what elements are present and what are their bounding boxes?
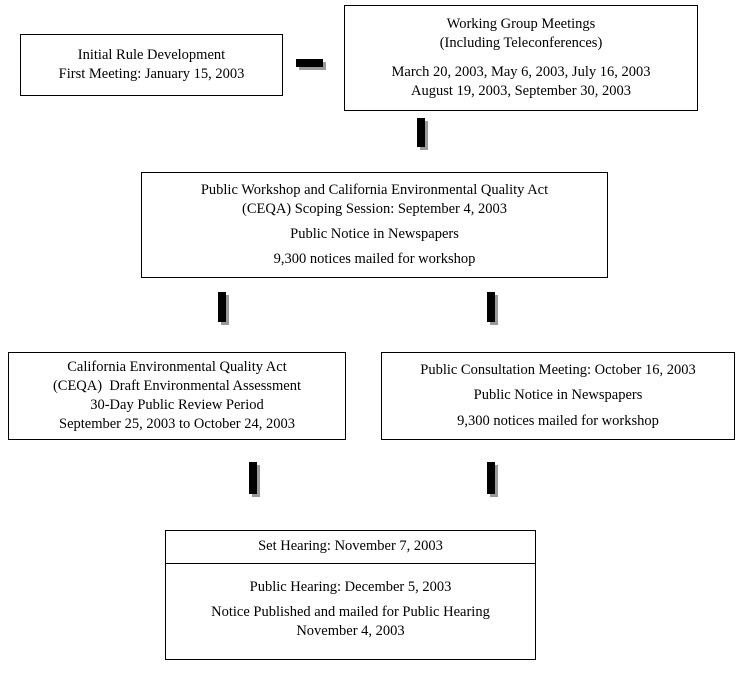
- initial-rule-development-line-1: Initial Rule Development: [77, 46, 226, 63]
- arrow-body: [478, 292, 504, 340]
- workshop-public-notice: Public Notice in Newspapers: [290, 226, 459, 242]
- node-hearing-box[interactable]: Set Hearing: November 7, 2003 Public Hea…: [165, 530, 536, 660]
- node-public-workshop-ceqa-scoping[interactable]: Public Workshop and California Environme…: [141, 172, 608, 278]
- arrow-consultation-to-hearing: [478, 462, 504, 514]
- initial-rule-development-line-2: First Meeting: January 15, 2003: [58, 66, 245, 82]
- working-group-dates-line-1: March 20, 2003, May 6, 2003, July 16, 20…: [391, 64, 651, 80]
- set-hearing-text: Set Hearing: November 7, 2003: [258, 538, 443, 555]
- node-ceqa-draft-review[interactable]: California Environmental Quality Act (CE…: [8, 352, 346, 440]
- consultation-notices-mailed: 9,300 notices mailed for workshop: [457, 412, 659, 429]
- arrow-body: [240, 462, 266, 514]
- hearing-notice-line-1: Notice Published and mailed for Public H…: [211, 604, 490, 621]
- working-group-line-2: (Including Teleconferences): [439, 34, 603, 51]
- hearing-public-section: Public Hearing: December 5, 2003 Notice …: [166, 564, 535, 659]
- arrow-working-group-to-workshop: [408, 118, 434, 164]
- ceqa-draft-line-3: 30-Day Public Review Period: [90, 397, 264, 413]
- ceqa-draft-line-1: California Environmental Quality Act: [67, 358, 287, 375]
- hearing-notice-line-2: November 4, 2003: [296, 623, 405, 640]
- consultation-public-notice: Public Notice in Newspapers: [473, 387, 643, 404]
- hearing-set-section: Set Hearing: November 7, 2003: [166, 531, 535, 564]
- arrow-body: [408, 118, 434, 164]
- arrow-workshop-to-consultation: [478, 292, 504, 340]
- node-working-group-meetings[interactable]: Working Group Meetings (Including Teleco…: [344, 5, 698, 111]
- node-public-consultation-meeting[interactable]: Public Consultation Meeting: October 16,…: [381, 352, 735, 440]
- arrow-initial-to-working-group: [296, 50, 340, 76]
- consultation-meeting-date: Public Consultation Meeting: October 16,…: [420, 362, 696, 379]
- public-hearing-text: Public Hearing: December 5, 2003: [249, 579, 452, 595]
- working-group-dates-line-2: August 19, 2003, September 30, 2003: [411, 83, 631, 100]
- arrow-body: [209, 292, 235, 340]
- ceqa-draft-line-2: (CEQA) Draft Environmental Assessment: [52, 377, 302, 394]
- workshop-notices-mailed: 9,300 notices mailed for workshop: [273, 251, 476, 268]
- node-initial-rule-development[interactable]: Initial Rule Development First Meeting: …: [20, 34, 283, 96]
- arrow-ceqa-draft-to-hearing: [240, 462, 266, 514]
- workshop-line-1: Public Workshop and California Environme…: [200, 181, 549, 198]
- workshop-line-2: (CEQA) Scoping Session: September 4, 200…: [241, 200, 507, 217]
- arrow-workshop-to-ceqa-draft: [209, 292, 235, 340]
- working-group-line-1: Working Group Meetings: [446, 15, 596, 32]
- arrow-body: [296, 50, 340, 76]
- arrow-body: [478, 462, 504, 514]
- ceqa-draft-review-period: September 25, 2003 to October 24, 2003: [59, 416, 295, 433]
